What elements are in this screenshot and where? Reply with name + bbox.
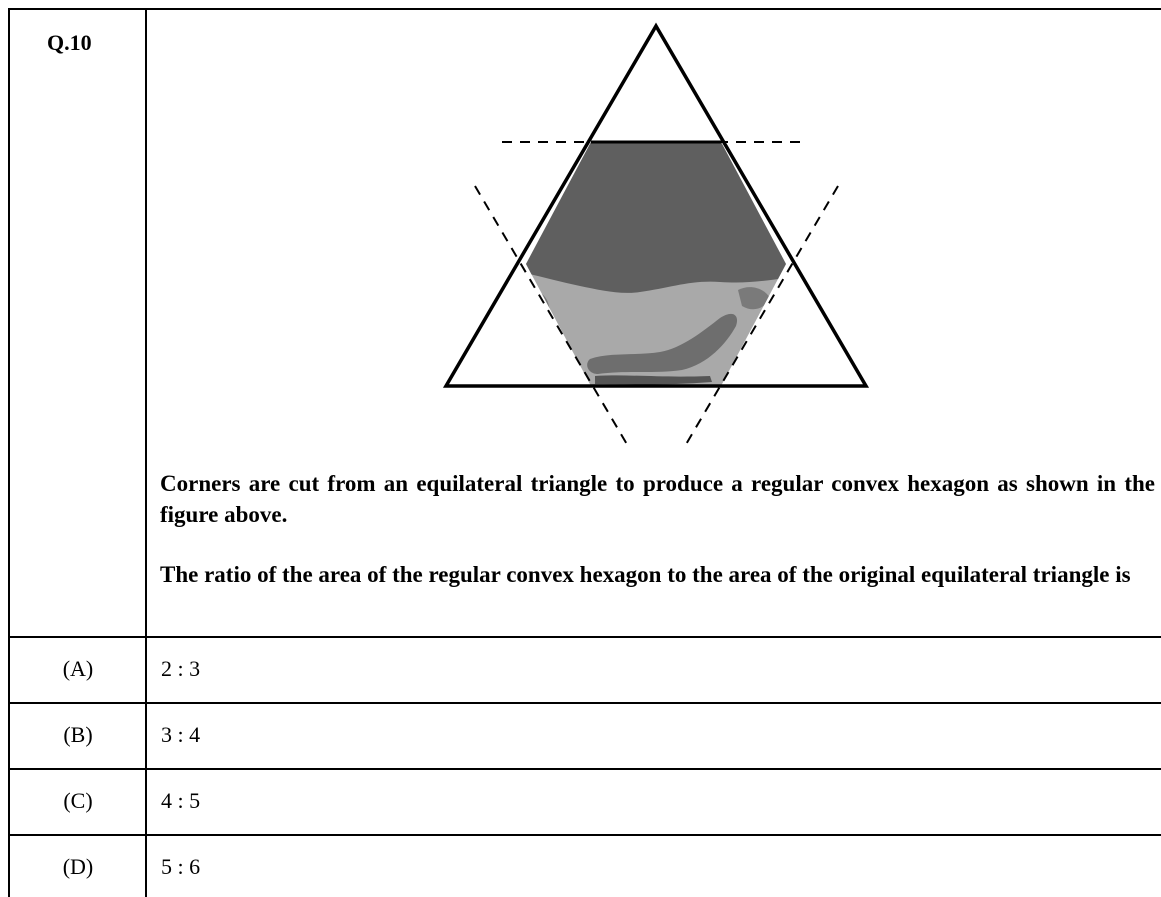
option-b-value[interactable]: 3 : 4 <box>161 722 201 747</box>
option-c-letter: (C) <box>63 788 93 813</box>
table-left-border <box>8 8 10 897</box>
question-text-intro: Corners are cut from an equilateral tria… <box>160 471 1155 527</box>
equilateral-triangle <box>442 22 870 388</box>
question-number: Q.10 <box>47 30 92 55</box>
shaded-hexagon <box>526 142 786 386</box>
column-divider <box>145 8 147 897</box>
option-a-value[interactable]: 2 : 3 <box>161 656 201 681</box>
option-d-letter: (D) <box>62 854 94 879</box>
triangle-hexagon-figure <box>442 22 870 447</box>
option-a-divider <box>9 702 1161 704</box>
question-text-prompt: The ratio of the area of the regular con… <box>160 562 1131 587</box>
option-c-divider <box>9 834 1161 836</box>
option-b-divider <box>9 768 1161 770</box>
option-c-value[interactable]: 4 : 5 <box>161 788 201 813</box>
option-d-value[interactable]: 5 : 6 <box>161 854 201 879</box>
option-b-letter: (B) <box>63 722 93 747</box>
option-a-letter: (A) <box>62 656 94 681</box>
question-row-divider <box>9 636 1161 638</box>
table-top-border <box>9 8 1161 10</box>
